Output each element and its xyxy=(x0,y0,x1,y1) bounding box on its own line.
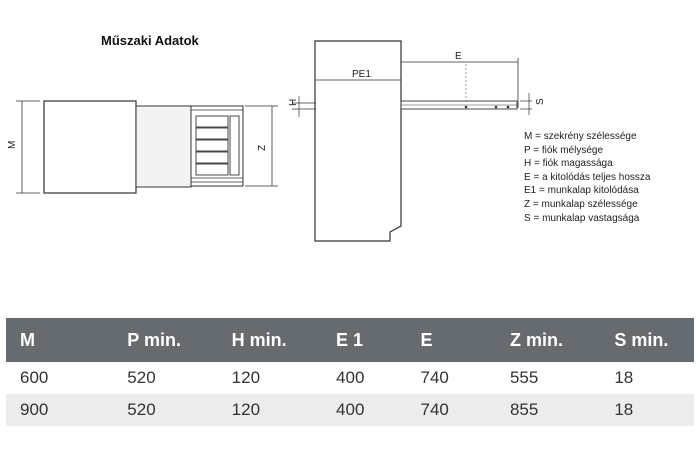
side-view xyxy=(292,40,532,242)
legend-item: P = fiók mélysége xyxy=(524,144,604,156)
organizer-compartment xyxy=(195,139,229,152)
front-view xyxy=(16,100,278,194)
legend-item: E1 = munkalap kitolódása xyxy=(524,185,639,197)
legend: M = szekrény szélessége P = fiók mélység… xyxy=(524,130,650,225)
table-cell: 400 xyxy=(336,362,421,394)
organizer-compartment xyxy=(195,115,229,128)
drawer-frame xyxy=(190,105,244,187)
cabinet-body xyxy=(43,100,137,194)
table-cell: 400 xyxy=(336,394,421,426)
organizer-side-compartment xyxy=(229,115,240,176)
column-header: P min. xyxy=(127,318,232,362)
organizer-compartment xyxy=(195,151,229,164)
worktop-panel xyxy=(135,105,192,188)
table-cell: 520 xyxy=(127,362,232,394)
table-cell: 120 xyxy=(231,394,337,426)
table-row: 900 520 120 400 740 855 18 xyxy=(6,394,694,426)
column-header: E xyxy=(420,318,510,362)
legend-item: S = munkalap vastagsága xyxy=(524,212,640,224)
column-header: Z min. xyxy=(509,318,615,362)
organizer-compartment xyxy=(195,127,229,140)
cabinet-side xyxy=(314,40,402,242)
table-cell: 120 xyxy=(231,362,337,394)
table-cell: 740 xyxy=(420,394,510,426)
e-label: E xyxy=(455,51,462,62)
table-cell: 520 xyxy=(127,394,232,426)
legend-item: Z = munkalap szélessége xyxy=(524,198,638,210)
legend-item: H = fiók magassága xyxy=(524,158,613,170)
table-cell: 600 xyxy=(6,362,128,394)
legend-item: M = szekrény szélessége xyxy=(524,131,637,142)
s-label: S xyxy=(535,98,546,105)
table-cell: 555 xyxy=(509,362,615,394)
table-cell: 740 xyxy=(420,362,510,394)
column-header: S min. xyxy=(614,318,694,362)
organizer-compartment xyxy=(195,163,229,176)
page-title: Műszaki Adatok xyxy=(101,33,199,48)
legend-item: E = a kitolódás teljes hossza xyxy=(524,171,651,183)
table-cell: 855 xyxy=(509,394,615,426)
table-cell: 18 xyxy=(614,394,694,426)
column-header: M xyxy=(6,318,128,362)
h-label: H xyxy=(288,99,299,106)
pe1-label: PE1 xyxy=(352,69,371,80)
m-label: M xyxy=(7,141,18,149)
z-label: Z xyxy=(257,145,268,151)
table-cell: 900 xyxy=(6,394,128,426)
column-header: E 1 xyxy=(336,318,421,362)
table-header-row: M P min. H min. E 1 E Z min. S min. xyxy=(6,318,694,362)
table-row: 600 520 120 400 740 555 18 xyxy=(6,362,694,394)
table-cell: 18 xyxy=(614,362,694,394)
spec-table: M P min. H min. E 1 E Z min. S min. 600 … xyxy=(6,318,694,426)
column-header: H min. xyxy=(231,318,337,362)
